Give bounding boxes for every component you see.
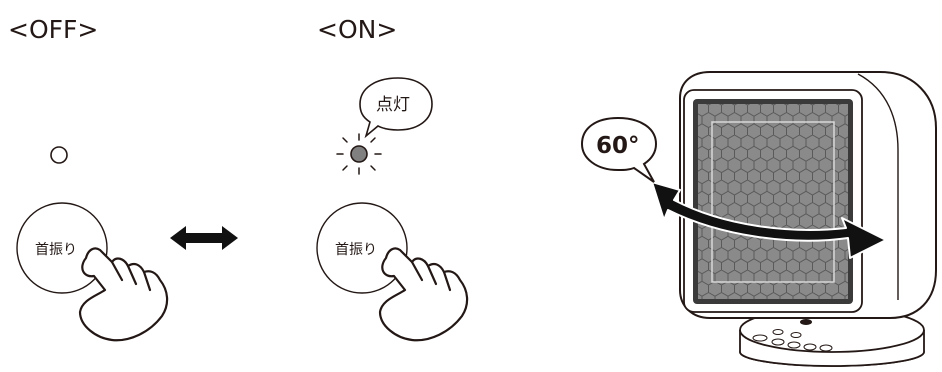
control-buttons [752,329,833,352]
pointing-hand-icon-off [78,247,169,342]
swing-button-on-label: 首振り [335,242,377,258]
lit-caption-text: 点灯 [376,95,410,115]
heater-base [739,307,925,367]
indicator-lamp-off [50,146,68,164]
swing-angle-label: 60° [596,133,640,159]
pointing-hand-icon-on [378,247,469,342]
on-state-label: <ON> [317,15,397,44]
swing-button-off-label: 首振り [35,242,77,258]
off-state-group: <OFF> 首振り [8,15,169,342]
heater-body [679,71,937,319]
on-state-group: <ON> 点灯 首振り [316,15,469,342]
toggle-double-arrow-icon [170,226,238,250]
heater-illustration: 60° [580,71,937,367]
indicator-lamp-on [336,133,382,175]
lit-caption-bubble: 点灯 [359,77,433,139]
off-state-label: <OFF> [8,15,98,44]
light-rays-icon [336,133,382,175]
swing-arrow-icon [651,181,887,259]
swing-angle-bubble: 60° [580,116,658,183]
